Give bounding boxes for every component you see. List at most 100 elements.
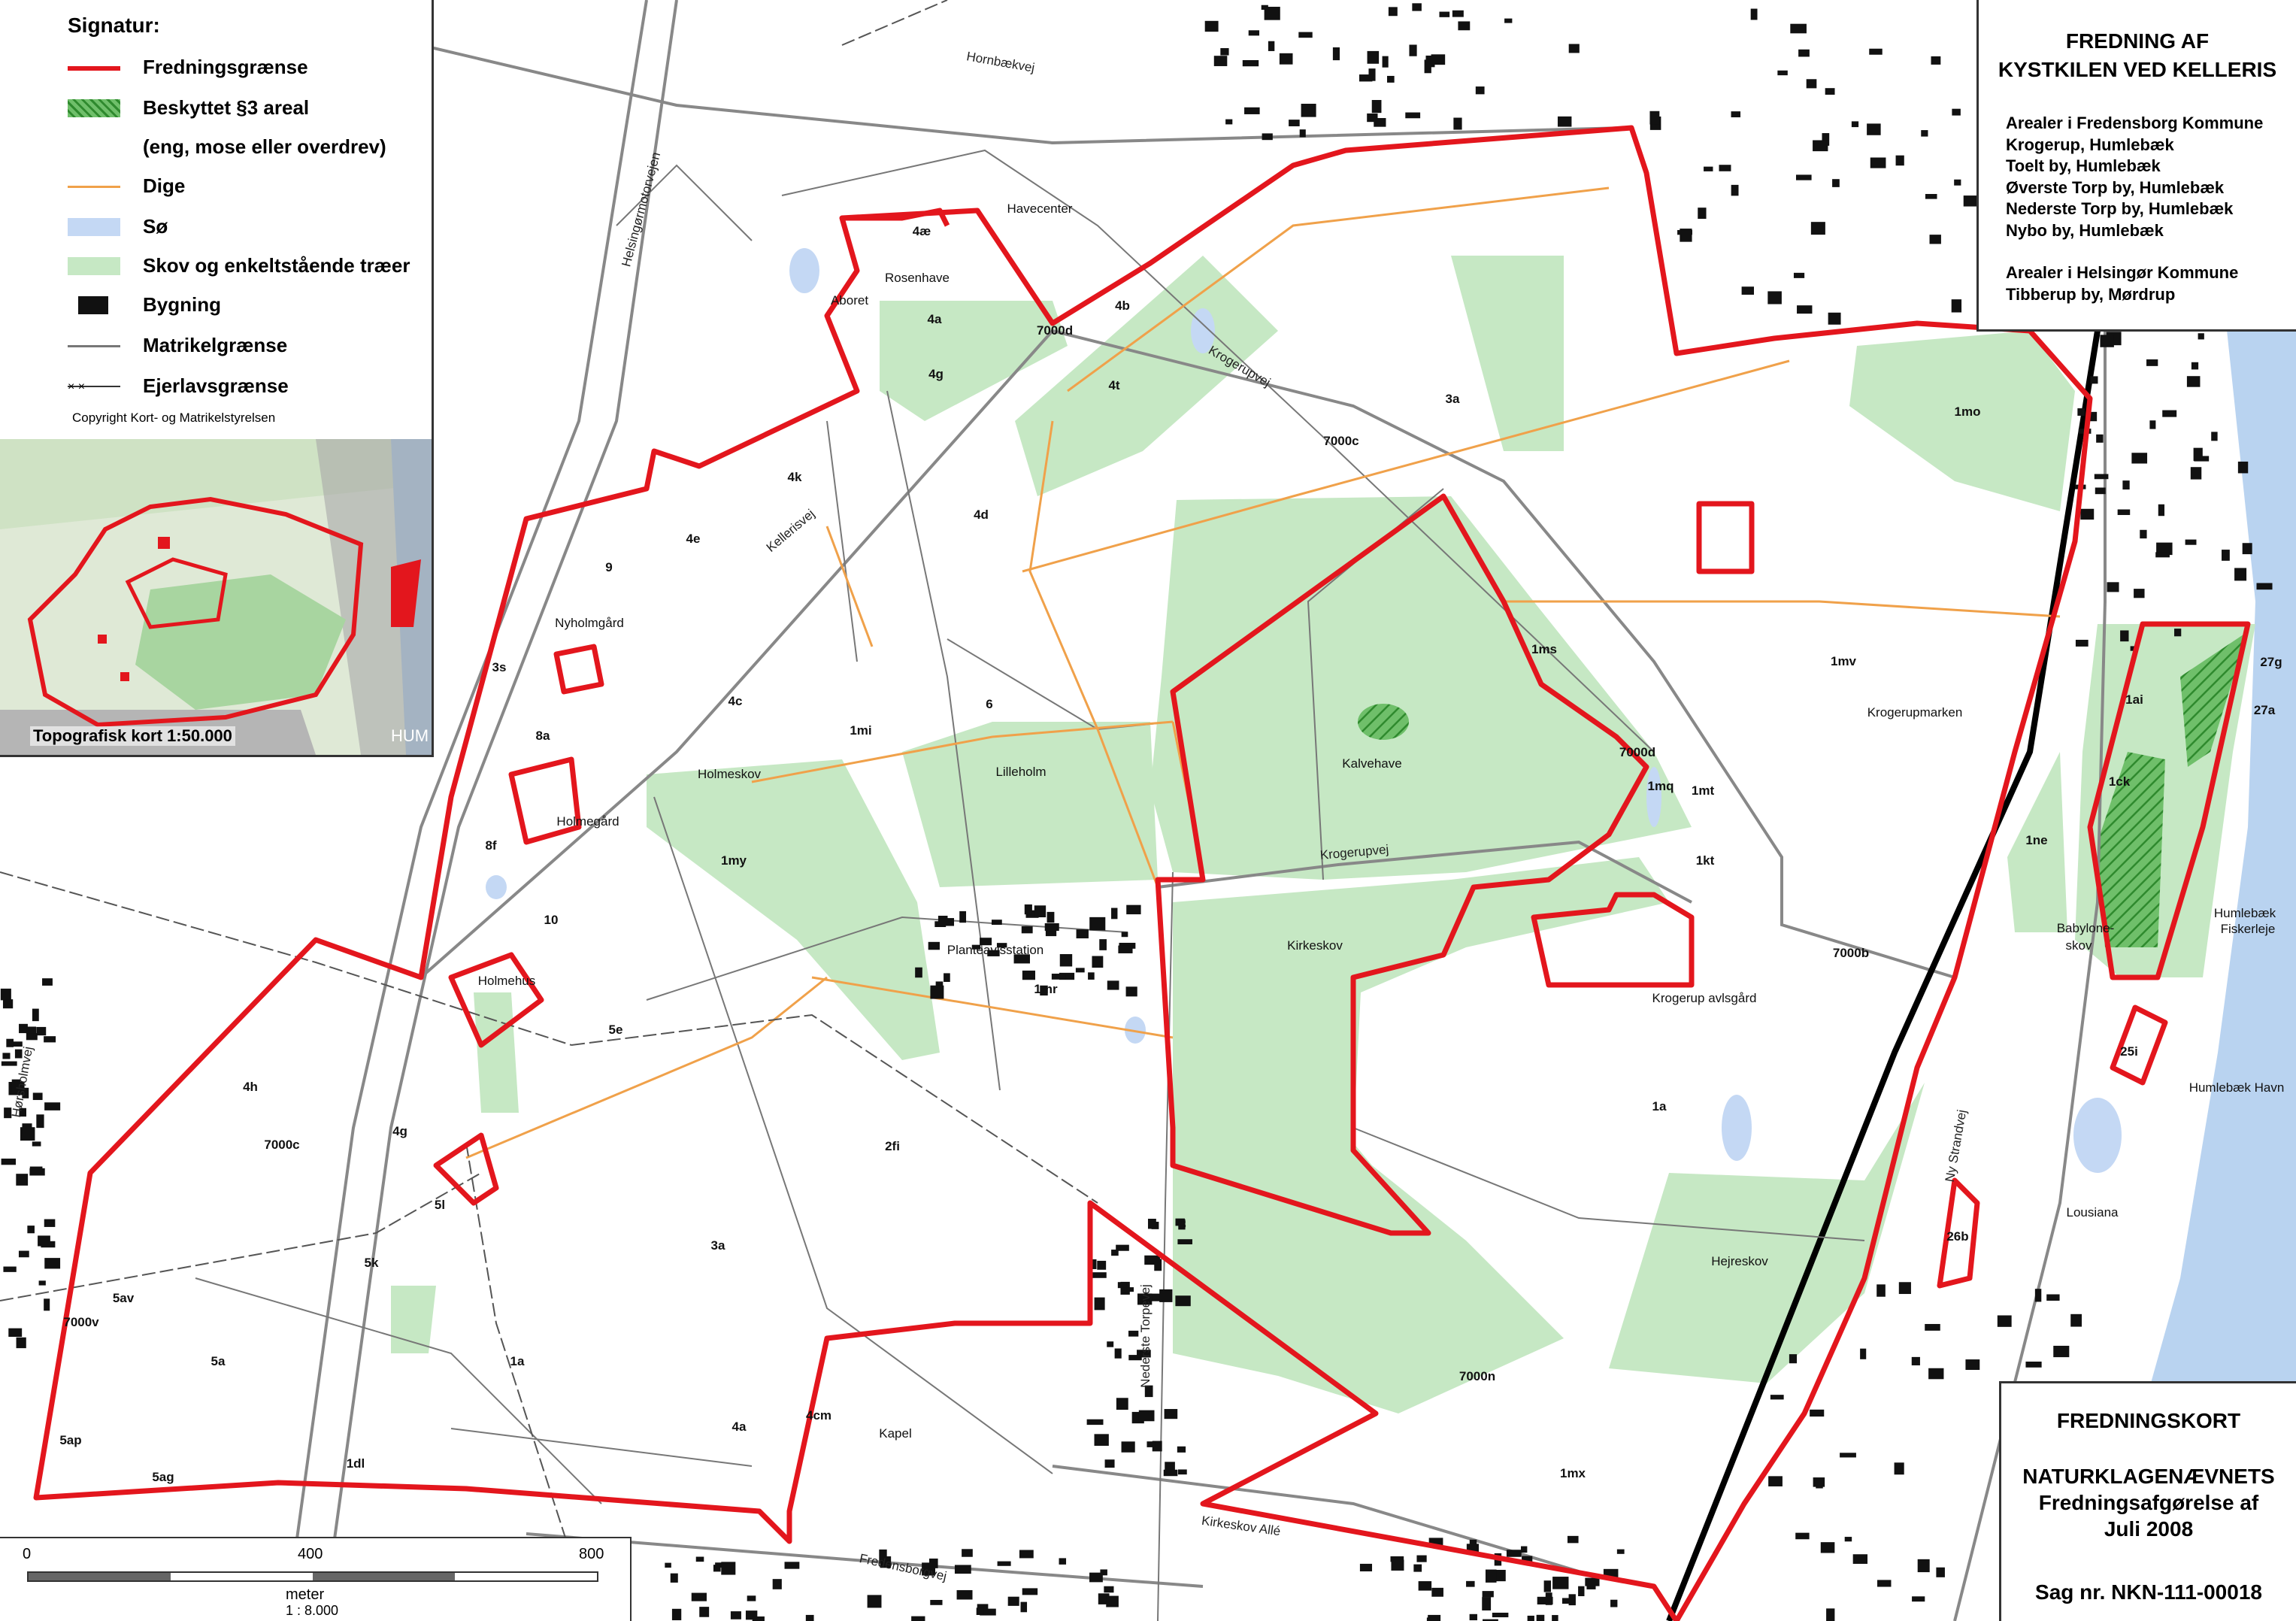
parcel-label: 5ap [59, 1433, 81, 1447]
legend-label: Fredningsgrænse [143, 56, 308, 78]
building [1022, 970, 1035, 980]
building [954, 1565, 971, 1574]
building [1925, 1323, 1940, 1331]
building [1178, 1219, 1186, 1230]
legend-item: Bygning [0, 290, 432, 320]
sea-area [2105, 316, 2296, 1621]
place-label: Aboret [831, 293, 868, 308]
building [1089, 1259, 1097, 1269]
protection-boundary [33, 125, 2251, 1621]
building [2095, 487, 2106, 495]
building [1828, 312, 1841, 325]
building [2185, 539, 2197, 545]
railway [1666, 330, 2101, 1621]
place-label: Planteavlsstation [947, 943, 1044, 957]
building [930, 1599, 943, 1605]
building [44, 1102, 61, 1110]
parcel-label: 7000d [1619, 745, 1655, 759]
building [1921, 130, 1928, 137]
building [1568, 44, 1580, 53]
area-item: Toelt by, Humlebæk [2006, 156, 2161, 175]
building [1107, 1341, 1114, 1347]
place-label: Krogerupmarken [1867, 705, 1963, 720]
building [2120, 630, 2129, 642]
building [1719, 165, 1731, 171]
decision-panel: FREDNINGSKORT NATURKLAGENÆVNETS Fredning… [1999, 1381, 2296, 1621]
parcel-label: 1ck [2109, 774, 2131, 789]
building [1777, 70, 1788, 76]
building [1439, 11, 1450, 17]
building [41, 1241, 56, 1248]
building [1424, 59, 1431, 74]
building [938, 918, 955, 926]
building [27, 1226, 35, 1234]
building [1832, 179, 1840, 187]
authority-label: NATURKLAGENÆVNETS [2022, 1465, 2275, 1488]
building [1007, 1596, 1019, 1606]
building [3, 1266, 17, 1272]
building [1963, 195, 1978, 207]
building [1931, 56, 1941, 65]
building [1768, 1476, 1783, 1486]
parcel-label: 1mq [1648, 779, 1674, 793]
building [1359, 74, 1373, 82]
building [1020, 1601, 1028, 1613]
building [1059, 954, 1073, 967]
building [1116, 1244, 1129, 1251]
building [1485, 1569, 1497, 1583]
building [1917, 1559, 1930, 1573]
building [980, 938, 992, 946]
ejerlav-lines [0, 0, 1098, 1557]
parcel-label: 5k [365, 1256, 379, 1270]
building [1806, 79, 1817, 89]
building [1952, 108, 1961, 116]
hatched-green-icon [68, 99, 120, 117]
map-type-title: FREDNINGSKORT [2056, 1409, 2241, 1432]
building [1504, 18, 1513, 23]
building [805, 1614, 814, 1621]
parcel-label: 4a [732, 1420, 747, 1434]
building [1416, 1555, 1427, 1562]
legend-label: Bygning [143, 293, 221, 316]
building [29, 1166, 43, 1174]
building [1852, 1554, 1868, 1564]
parcel-label: 4æ [913, 224, 931, 238]
building [1469, 1539, 1477, 1553]
building [1810, 1409, 1825, 1417]
parcel-label: 1ai [2125, 692, 2143, 707]
building [22, 1087, 29, 1098]
building [1492, 1612, 1509, 1618]
place-label: Babylone- [2057, 921, 2115, 935]
parcel-label: 1mt [1692, 783, 1715, 798]
legend-item: × ×Ejerlavsgrænse [0, 371, 432, 401]
scale-tick-400: 400 [298, 1546, 323, 1562]
building [1367, 50, 1380, 64]
building [1154, 1259, 1162, 1271]
building [928, 941, 940, 950]
parcel-label: 4g [928, 367, 944, 381]
building [36, 1114, 44, 1129]
parcel-label: 27g [2260, 655, 2282, 669]
building [1561, 1598, 1576, 1604]
building [1483, 1619, 1498, 1621]
building [1137, 1293, 1153, 1305]
area-item: Tibberup by, Mørdrup [2006, 284, 2176, 304]
legend-title: Signatur: [68, 14, 160, 37]
building [2090, 376, 2098, 384]
building [44, 1219, 56, 1227]
building [1299, 129, 1306, 138]
parcel-label: 4e [686, 532, 701, 546]
case-number: Sag nr. NKN-111-00018 [2035, 1580, 2262, 1604]
building [1021, 926, 1033, 934]
parcel-label: 7000c [1323, 434, 1359, 448]
legend-label: Skov og enkeltstående træer [143, 254, 410, 277]
legend-label: Beskyttet §3 areal [143, 96, 310, 119]
building [1, 1158, 17, 1165]
legend-label: Sø [143, 215, 168, 238]
building [1770, 1395, 1784, 1400]
parcel-label: 1mx [1560, 1466, 1586, 1480]
building [2053, 1345, 2070, 1358]
parcel-label: 1kt [1696, 853, 1715, 868]
parcel-label: 7000v [63, 1315, 99, 1329]
